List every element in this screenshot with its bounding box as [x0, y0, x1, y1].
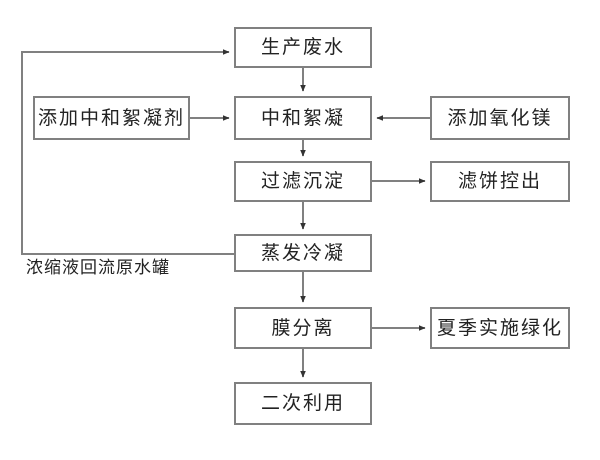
node-filtration-precipitation[interactable]: 过滤沉淀	[234, 161, 372, 202]
node-label: 过滤沉淀	[260, 170, 345, 192]
node-label: 中和絮凝	[260, 106, 345, 129]
node-label: 滤饼控出	[457, 170, 542, 192]
node-add-magnesium-oxide[interactable]: 添加氧化镁	[430, 96, 570, 140]
node-production-wastewater[interactable]: 生产废水	[234, 27, 372, 68]
node-evaporation-condensation[interactable]: 蒸发冷凝	[234, 234, 372, 272]
node-secondary-utilization[interactable]: 二次利用	[234, 382, 372, 425]
node-label: 膜分离	[271, 316, 335, 339]
node-label: 夏季实施绿化	[436, 316, 563, 339]
node-summer-greening[interactable]: 夏季实施绿化	[430, 307, 570, 349]
node-filter-cake-discharge[interactable]: 滤饼控出	[430, 161, 570, 202]
node-neutralization-flocculation[interactable]: 中和絮凝	[234, 96, 372, 140]
node-label: 添加氧化镁	[447, 106, 553, 129]
node-membrane-separation[interactable]: 膜分离	[234, 307, 372, 349]
edge-evaporation-return-to-wastewater	[21, 49, 234, 255]
node-label: 添加中和絮凝剂	[37, 106, 185, 129]
node-label: 蒸发冷凝	[260, 241, 345, 264]
node-label: 生产废水	[260, 36, 345, 58]
node-add-neutralizer-flocculant[interactable]: 添加中和絮凝剂	[33, 96, 190, 140]
node-label: 二次利用	[260, 392, 345, 414]
edge-label-concentrate-return: 浓缩液回流原水罐	[26, 258, 170, 278]
